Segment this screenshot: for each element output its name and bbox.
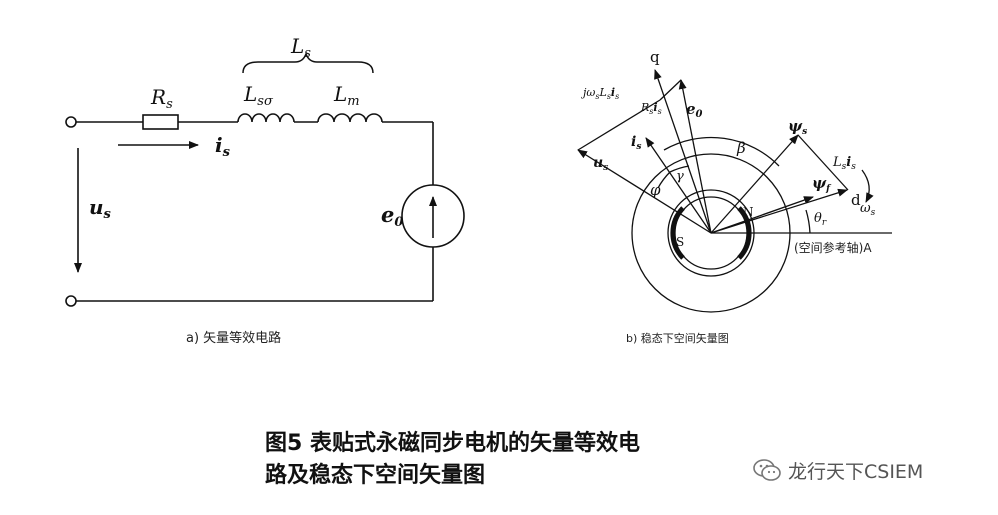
svg-text:N: N [743,205,754,219]
circuit-labels: Ls Rs Lsσ Lm is us e0 a) 矢量等效电路 [89,34,403,346]
svg-text:Lsσ: Lsσ [243,82,274,109]
equivalent-circuit [65,51,465,307]
RsIs-vector [659,79,682,101]
svg-text:ψf: ψf [812,174,832,194]
svg-text:Ls: Ls [290,34,311,61]
svg-text:d: d [851,191,861,209]
svg-text:us: us [593,155,608,173]
d-axis [710,188,848,234]
figure-caption: 图5 表贴式永磁同步电机的矢量等效电 路及稳态下空间矢量图 [265,428,765,492]
svg-text:β: β [736,139,746,157]
us-vector [577,149,712,234]
svg-text:ψs: ψs [788,117,807,137]
inductor-lsigma [237,113,295,123]
svg-text:jωsLsis: jωsLsis [580,86,619,101]
reference-axis-label: (空间参考轴)A [794,240,872,255]
svg-text:φ: φ [650,181,661,199]
vector-labels: q d e0 jωsLsis Rsis is us β φ γ ψs Lsis … [580,48,876,345]
svg-text:us: us [89,195,112,222]
svg-text:is: is [215,133,231,160]
vector-diagram [577,69,892,313]
svg-text:Rsis: Rsis [640,101,662,116]
inductor-lm [317,113,383,123]
jwLi-vector [577,99,661,151]
beta-arc [663,136,780,167]
svg-text:is: is [631,134,641,152]
watermark-text: 龙行天下CSIEM [788,460,924,483]
psis-vector [710,134,799,234]
svg-text:Lsis: Lsis [832,155,856,172]
q-axis [654,69,712,234]
terminal-top [65,116,77,128]
svg-text:Lm: Lm [333,82,360,109]
figure-caption-line-1: 图5 表贴式永磁同步电机的矢量等效电 [265,431,640,456]
svg-text:θr: θr [814,211,827,228]
omega-arc [861,169,874,203]
psif-vector [710,196,814,234]
e0-vector [678,79,712,234]
svg-text:ωs: ωs [860,201,876,218]
theta-arc [805,209,811,234]
wechat-icon [753,459,781,481]
watermark: 龙行天下CSIEM [752,455,923,485]
svg-text:q: q [650,48,660,66]
svg-text:Rs: Rs [150,85,173,112]
svg-text:γ: γ [676,169,684,184]
svg-text:S: S [676,235,684,249]
resistor-rs [142,114,179,130]
ls-brace [242,51,374,74]
is-vector [645,137,712,234]
LsIs-vector [797,134,849,191]
vector-caption: b) 稳态下空间矢量图 [626,331,729,345]
circuit-caption: a) 矢量等效电路 [186,330,281,346]
figure-caption-line-2: 路及稳态下空间矢量图 [265,463,486,488]
terminal-bottom [65,295,77,307]
svg-text:e0: e0 [686,100,703,120]
svg-text:e0: e0 [381,202,403,230]
magnet-s [670,206,685,260]
